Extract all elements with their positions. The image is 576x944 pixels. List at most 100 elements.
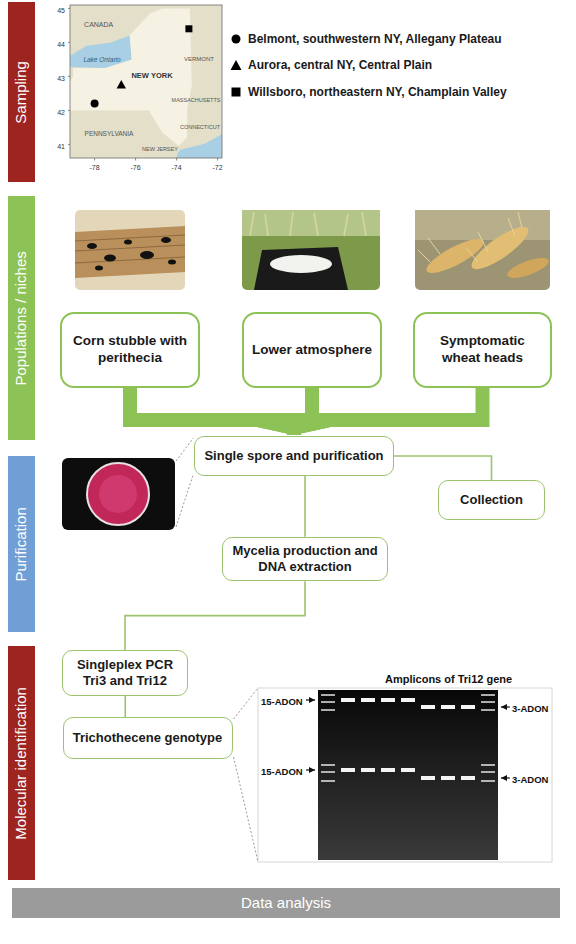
petri-dish-photo-part	[99, 475, 137, 513]
legend-symbol	[230, 33, 242, 45]
footer-bar: Data analysis	[12, 888, 560, 919]
connector-line	[394, 456, 492, 480]
niche-box: Symptomatic wheat heads	[413, 312, 552, 388]
zoom-leader-line	[176, 438, 193, 461]
map	[68, 5, 222, 161]
map-label: NEW JERSEY	[142, 146, 178, 152]
axis-tick-label: -74	[172, 164, 182, 171]
axis-tick-label: 43	[57, 75, 65, 82]
legend-text: Belmont, southwestern NY, Allegany Plate…	[248, 32, 502, 46]
band-label: 3-ADON	[512, 774, 548, 785]
box-label: Lower atmosphere	[252, 342, 372, 359]
zoom-leader-line	[234, 757, 259, 862]
map-label: MASSACHUSETTS	[172, 97, 221, 103]
gel-bands-part	[481, 709, 495, 711]
spore-trap-photo-part	[242, 210, 380, 290]
corn-stubble-photo	[75, 210, 185, 290]
gel-bands-part	[341, 768, 355, 772]
process-box: Mycelia production and DNA extraction	[222, 537, 388, 582]
petri-dish-photo-part	[87, 463, 149, 525]
spore-trap-photo-part	[254, 247, 348, 290]
willsboro-point	[185, 25, 192, 32]
corn-stubble-photo-part	[161, 237, 171, 243]
box-label: Singleplex PCR Tri3 and Tri12	[69, 657, 181, 690]
section-band: Molecular identification	[8, 646, 35, 880]
map-label: CANADA	[84, 21, 113, 28]
axis-tick-label: -76	[131, 164, 141, 171]
band-pointer	[306, 699, 315, 700]
axis-ticks	[68, 8, 218, 160]
gel-photo-part	[258, 688, 552, 862]
band-label: 3-ADON	[512, 703, 548, 714]
legend-symbol-shape	[232, 88, 241, 97]
ocean	[177, 134, 222, 158]
band-pointer	[501, 777, 510, 778]
gel-bands-part	[381, 768, 395, 772]
band-label: 15-ADON	[261, 766, 303, 777]
wheat-heads-photo-part	[415, 210, 550, 290]
gel-photo	[258, 688, 552, 862]
gel-bands-part	[441, 705, 455, 709]
section-label: Populations / niches	[12, 251, 31, 385]
corn-stubble-photo-part	[87, 243, 97, 249]
gel-bands-part	[321, 694, 335, 696]
gel-bands	[321, 694, 495, 782]
gel-bands-part	[321, 764, 335, 766]
figure-caption: Amplicons of Tri12 gene	[385, 673, 512, 685]
spore-trap-photo	[242, 210, 380, 290]
gel-bands-part	[341, 698, 355, 702]
merge-arrow	[294, 388, 483, 435]
wheat-heads-photo-part	[505, 254, 551, 282]
axis-tick-label: 41	[57, 143, 65, 150]
corn-stubble-photo-part	[75, 226, 185, 278]
map-part	[70, 5, 222, 158]
band-pointer	[306, 769, 315, 770]
box-label: Trichothecene genotype	[73, 730, 223, 746]
section-label: Purification	[12, 507, 31, 581]
gel-bands-part	[381, 698, 395, 702]
wheat-heads-photo-part	[418, 212, 522, 262]
axis-tick-label: -72	[213, 164, 223, 171]
box-label: Single spore and purification	[204, 448, 383, 464]
box-label: Collection	[460, 492, 523, 508]
process-box: Single spore and purification	[194, 436, 393, 476]
zoom-leader-line	[234, 688, 259, 719]
axis-tick-label: 42	[57, 109, 65, 116]
merge-arrow	[130, 388, 294, 435]
process-box: Collection	[438, 480, 545, 520]
map-label: NEW YORK	[131, 71, 172, 80]
legend-text: Aurora, central NY, Central Plain	[248, 58, 432, 72]
gel-bands-part	[481, 771, 495, 773]
gel-bands-part	[481, 764, 495, 766]
gel-bands-part	[361, 698, 375, 702]
map-part	[70, 5, 222, 158]
axis-tick-label: 44	[57, 41, 65, 48]
connector-line	[304, 476, 306, 537]
gel-bands-part	[321, 780, 335, 782]
map-label: Lake Ontario	[83, 56, 120, 63]
gel-bands-part	[321, 701, 335, 703]
gel-bands-part	[441, 776, 455, 780]
box-label: Mycelia production and DNA extraction	[229, 543, 381, 576]
new-york-state	[70, 8, 192, 146]
gel-bands-part	[481, 780, 495, 782]
corn-stubble-photo-part	[95, 266, 103, 271]
box-label: Corn stubble with perithecia	[68, 333, 192, 367]
section-band: Populations / niches	[8, 196, 35, 440]
section-band: Purification	[8, 456, 35, 632]
corn-stubble-photo-part	[124, 240, 132, 245]
wheat-heads-photo-part	[415, 210, 550, 240]
gel-bands-part	[481, 694, 495, 696]
legend-symbol-shape	[232, 35, 241, 44]
legend-symbol	[230, 59, 242, 71]
spore-trap-photo-part	[270, 255, 332, 273]
corn-stubble-photo-part	[168, 260, 176, 265]
spore-trap-photo-part	[250, 212, 366, 236]
gel-bands-part	[461, 776, 475, 780]
axis-tick-label: 45	[57, 7, 65, 14]
box-label: Symptomatic wheat heads	[421, 333, 544, 367]
gel-bands-part	[361, 768, 375, 772]
gel-bands-part	[321, 709, 335, 711]
section-label: Molecular identification	[12, 687, 31, 840]
section-label: Sampling	[12, 61, 31, 124]
